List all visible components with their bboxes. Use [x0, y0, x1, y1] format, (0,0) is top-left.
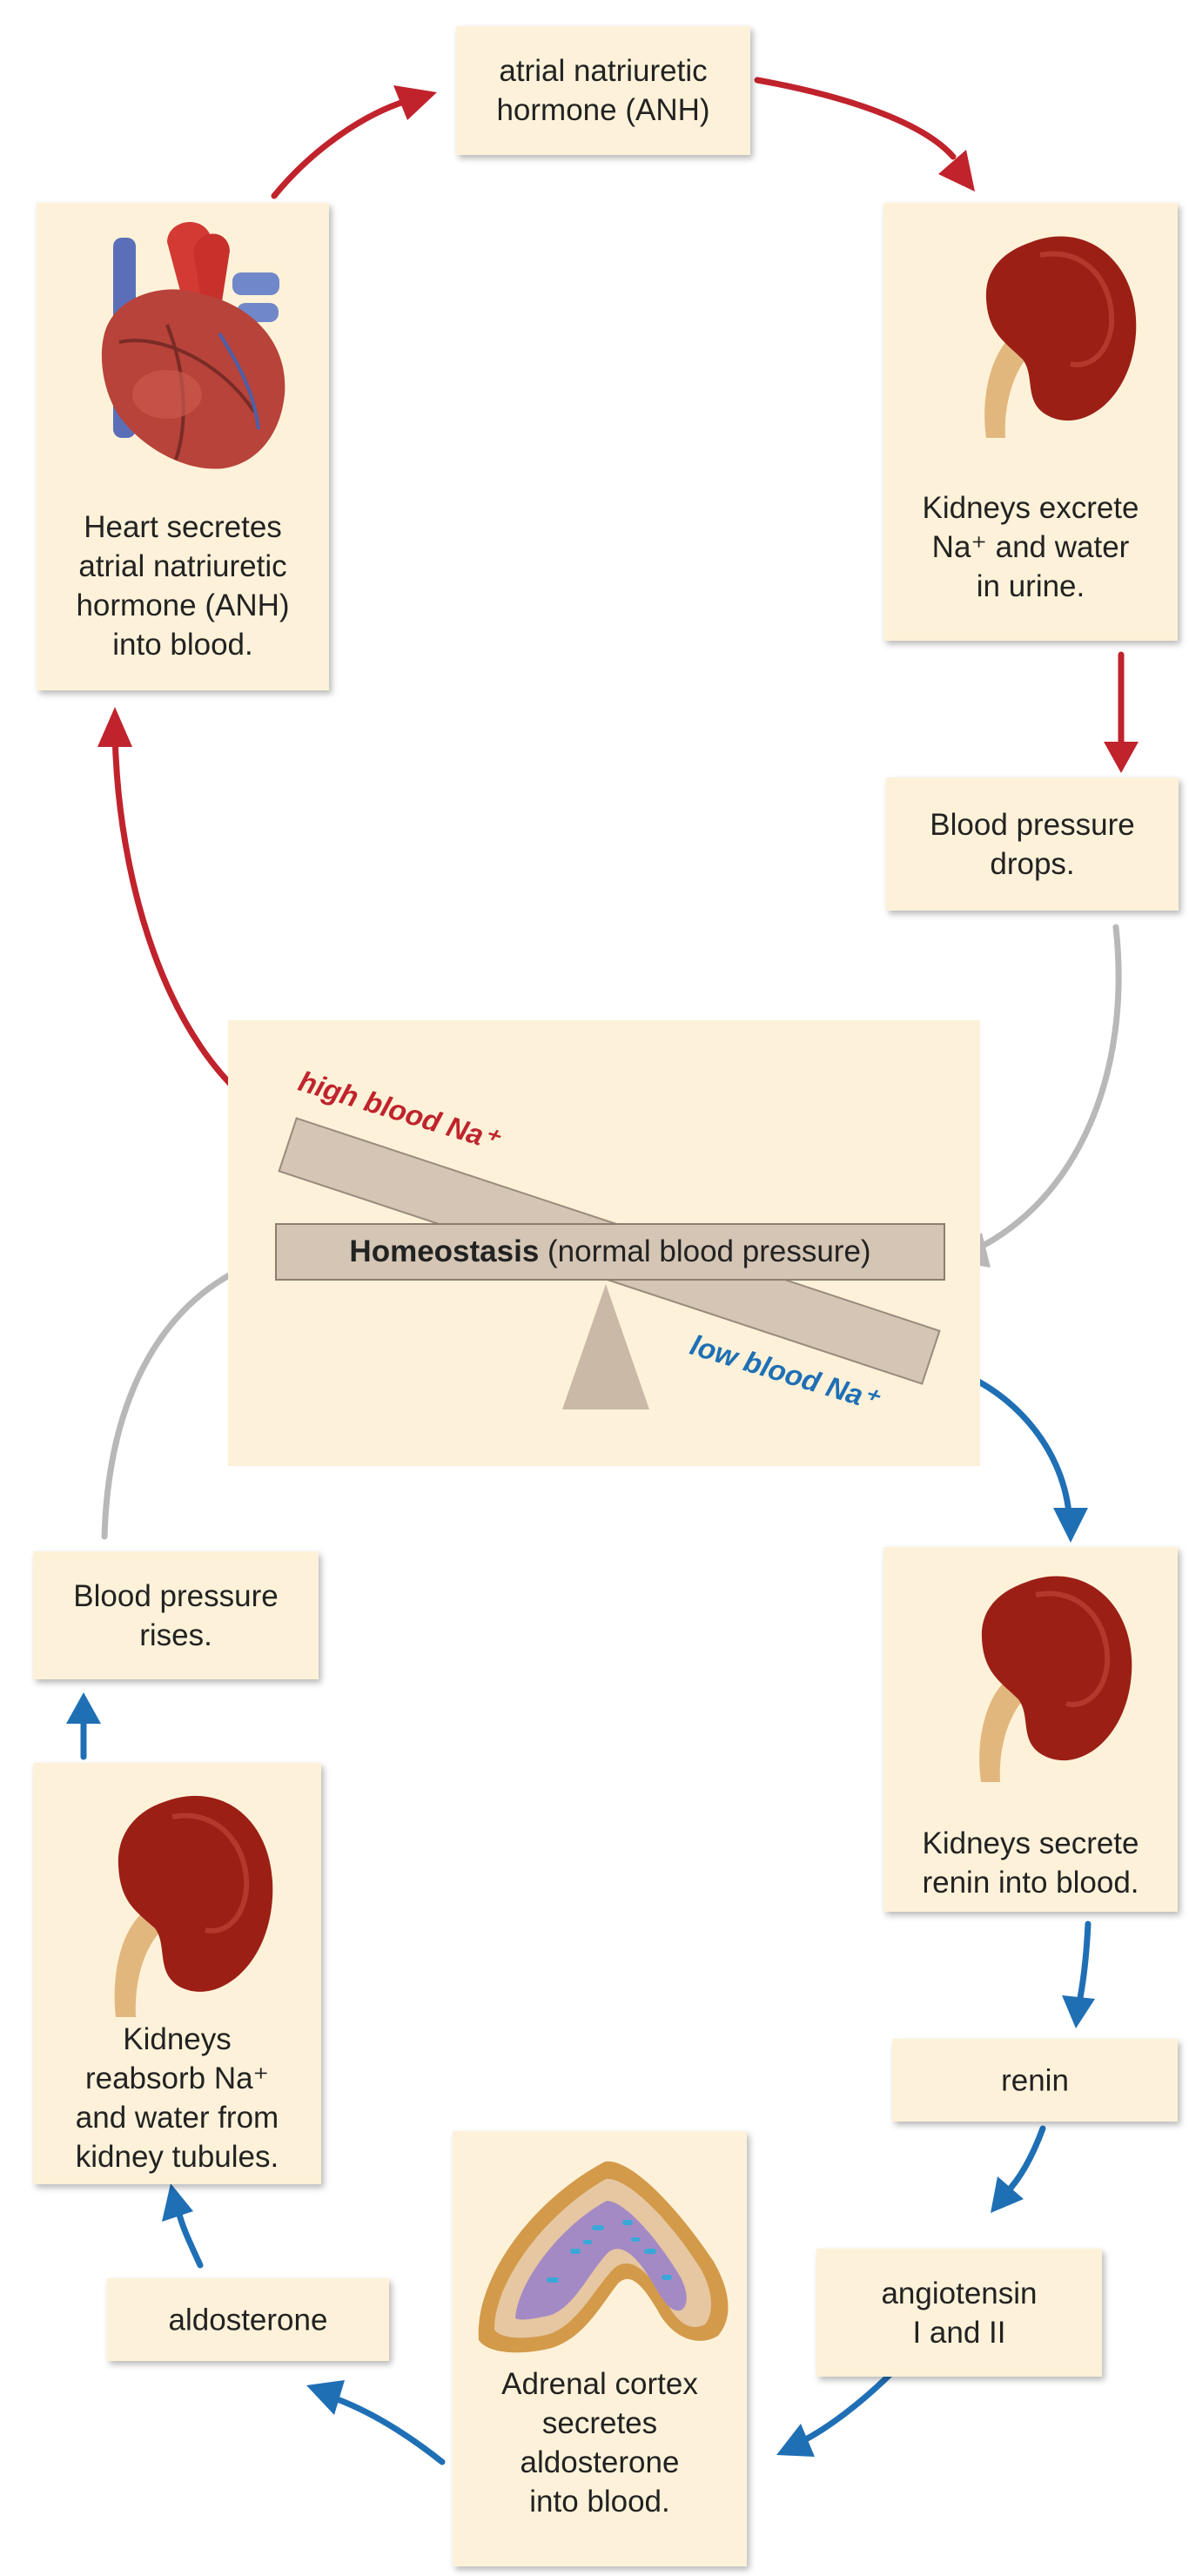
arrowhead-angiotensin-to-adrenal	[776, 2424, 815, 2457]
arrowhead-heart-to-anh	[393, 85, 437, 120]
arrow-bpdrops-to-homeostasis	[967, 924, 1122, 1255]
anh-box: atrial natriuretic hormone (ANH)	[456, 26, 750, 155]
seesaw-fulcrum	[562, 1284, 649, 1409]
arrow-aldosterone-to-kidney	[175, 2208, 204, 2269]
bp-rises-label: Blood pressure rises.	[73, 1578, 279, 1652]
kidney-illustration-icon	[979, 1576, 1132, 1782]
renin-label: renin	[1001, 2063, 1069, 2097]
homeostasis-bar: Homeostasis (normal blood pressure)	[275, 1223, 945, 1281]
angiotensin-label: angiotensin I and II	[881, 2276, 1038, 2350]
arrowhead-renin-to-angiotensin	[991, 2176, 1024, 2213]
arrowhead-seesaw-to-heart	[97, 707, 132, 747]
heart-box: Heart secretes atrial natriuretic hormon…	[37, 203, 329, 690]
arrow-adrenal-to-aldosterone	[332, 2395, 446, 2465]
kidney-illustration-icon	[984, 236, 1137, 438]
arrowhead-kidney-to-bpdrops	[1104, 742, 1139, 773]
arrow-heart-to-anh	[271, 97, 413, 199]
kidney-reabsorb-label: Kidneys reabsorb Na⁺ and water from kidn…	[75, 2022, 279, 2174]
kidney-illustration-icon	[114, 1795, 273, 2017]
arrowhead-seesaw-to-kidney	[1053, 1508, 1088, 1543]
bp-drops-box: Blood pressure drops.	[886, 777, 1179, 911]
adrenal-cortex-illustration-icon	[478, 2161, 729, 2353]
arrowhead-kidney-to-bprises	[66, 1692, 101, 1724]
arrow-anh-to-kidney	[754, 77, 957, 160]
kidney-secrete-label: Kidneys secrete renin into blood.	[922, 1826, 1139, 1900]
bp-rises-box: Blood pressure rises.	[33, 1551, 319, 1679]
bp-drops-label: Blood pressure drops.	[930, 807, 1135, 881]
arrowhead-anh-to-kidney	[938, 150, 975, 192]
kidney-excrete-box: Kidneys excrete Na⁺ and water in urine.	[883, 203, 1178, 641]
adrenal-label: Adrenal cortex secretes aldosterone into…	[501, 2367, 698, 2519]
kidney-reabsorb-box: Kidneys reabsorb Na⁺ and water from kidn…	[33, 1763, 321, 2184]
arrow-seesaw-to-heart	[111, 728, 269, 1118]
aldosterone-label: aldosterone	[168, 2303, 328, 2337]
arrowhead-adrenal-to-aldosterone	[306, 2380, 345, 2415]
homeostasis-title: Homeostasis	[349, 1234, 540, 1268]
arrow-kidney-to-renin	[1076, 1920, 1092, 2006]
homeostasis-subtitle: (normal blood pressure)	[539, 1234, 871, 1268]
angiotensin-box: angiotensin I and II	[816, 2249, 1102, 2377]
renin-box: renin	[892, 2039, 1178, 2122]
arrowhead-kidney-to-renin	[1062, 1995, 1095, 2028]
arrowhead-aldosterone-to-kidney	[162, 2183, 193, 2222]
heart-illustration-icon	[101, 221, 285, 469]
arrow-renin-to-angiotensin	[1002, 2125, 1046, 2197]
adrenal-box: Adrenal cortex secretes aldosterone into…	[453, 2131, 747, 2566]
arrow-angiotensin-to-adrenal	[797, 2369, 896, 2445]
kidney-secrete-box: Kidneys secrete renin into blood.	[883, 1547, 1178, 1912]
anh-label: atrial natriuretic hormone (ANH)	[496, 54, 710, 127]
heart-label: Heart secretes atrial natriuretic hormon…	[76, 510, 290, 662]
aldosterone-box: aldosterone	[107, 2278, 389, 2361]
kidney-excrete-label: Kidneys excrete Na⁺ and water in urine.	[922, 491, 1139, 603]
arrow-bprises-to-homeostasis	[101, 1259, 260, 1540]
